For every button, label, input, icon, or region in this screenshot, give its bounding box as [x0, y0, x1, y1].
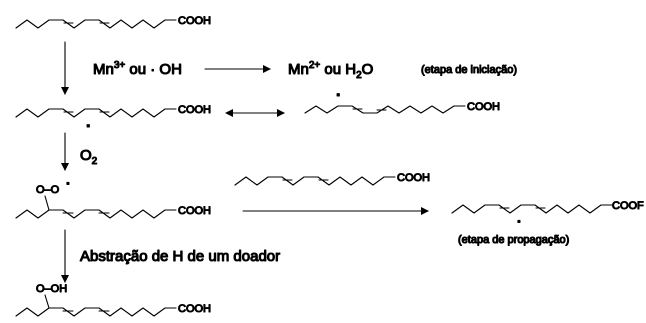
peroxyl-group-label: O–O: [36, 184, 60, 196]
radical-dot-3: ·: [66, 175, 71, 191]
radical-dot-1: ·: [86, 118, 91, 135]
linoleic-acid-molecule: [15, 19, 177, 29]
radical-dot-2: ·: [336, 87, 341, 104]
donor-linoleic-acid-molecule: [234, 176, 396, 186]
new-radical-molecule: [451, 204, 613, 214]
hydroperoxide-group-label: O–OH: [36, 283, 67, 295]
acid-group-label-7: COOH: [178, 303, 211, 315]
acid-group-label-4: COOH: [178, 205, 211, 217]
allylic-radical-molecule: [15, 108, 177, 118]
abstraction-label: Abstração de H de um doador: [80, 248, 280, 265]
resonance-radical-molecule: [304, 105, 466, 114]
oxygen-label: O2: [80, 147, 98, 167]
hydroperoxide-molecule: [15, 294, 177, 317]
radical-dot-4: ·: [517, 213, 522, 229]
propagation-step-label: (etapa de propagação): [458, 234, 569, 246]
initiator-label: Mn3+ ou · OH: [93, 60, 182, 78]
acid-group-label-3: COOH: [467, 101, 500, 113]
initiation-product-label: Mn2+ ou H2O: [288, 60, 373, 81]
acid-group-label-2: COOH: [178, 104, 211, 116]
peroxyl-radical-molecule: [15, 195, 177, 219]
initiation-step-label: (etapa de iniciação): [421, 64, 517, 76]
acid-group-label-6: COOF: [612, 200, 644, 212]
acid-group-label-1: COOH: [178, 15, 211, 27]
acid-group-label-5: COOH: [397, 172, 430, 184]
